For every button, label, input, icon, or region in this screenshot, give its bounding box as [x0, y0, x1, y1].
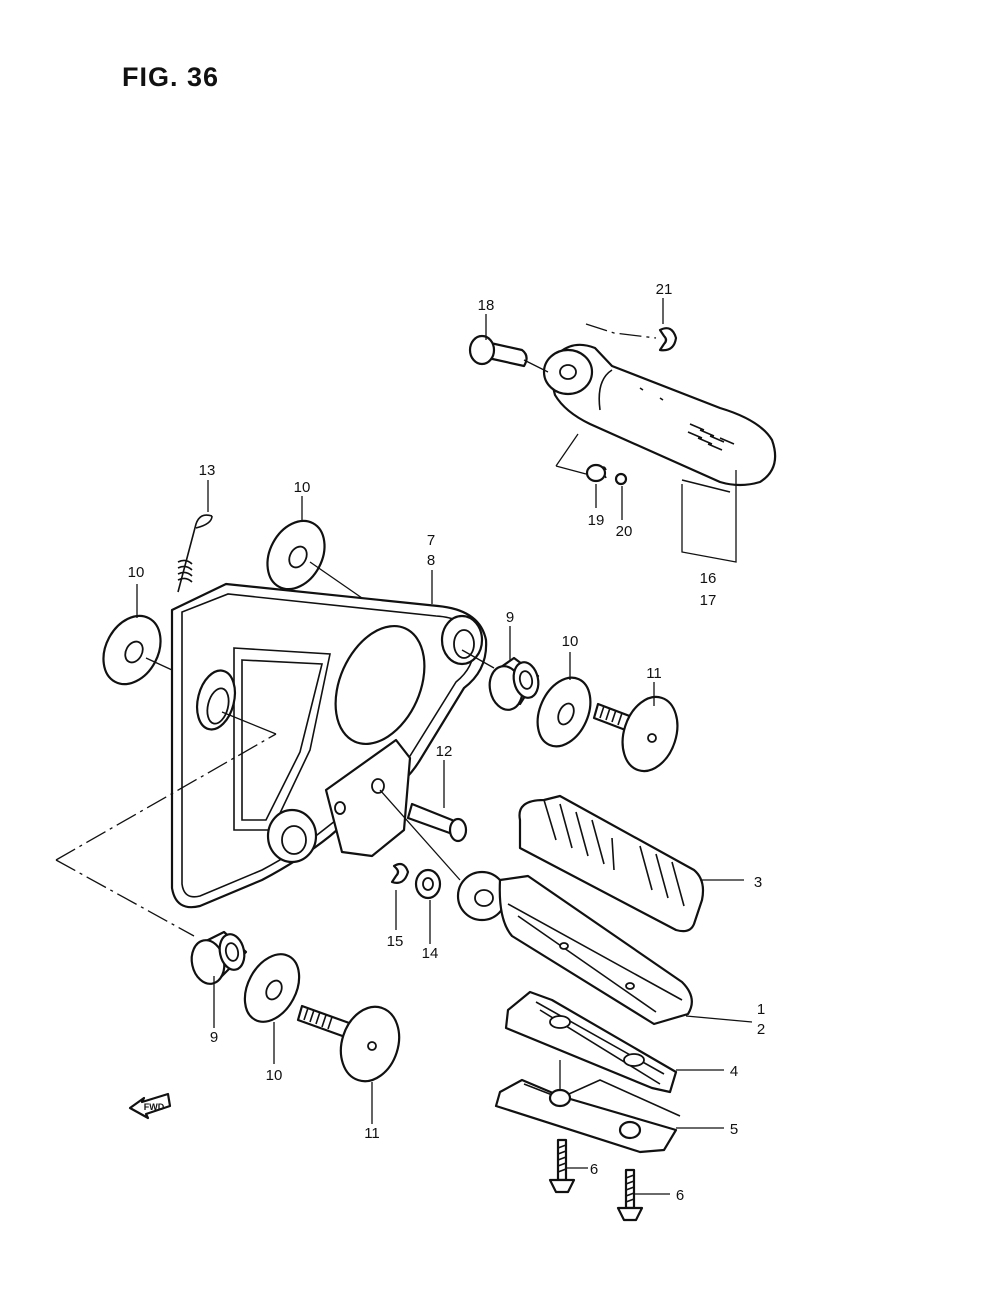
callout-10-mid: 10 [294, 479, 311, 496]
callout-8: 8 [427, 552, 435, 569]
callout-5: 5 [730, 1121, 738, 1138]
rear-footrest [542, 343, 777, 493]
screw-right [616, 1168, 644, 1222]
callout-14: 14 [422, 945, 439, 962]
e-clip-upper [585, 323, 678, 352]
alignment-line-lower [55, 859, 195, 937]
screw-left [548, 1138, 576, 1194]
footrest-rubber [518, 794, 705, 933]
callout-labels: 18 21 19 20 16 17 13 10 10 7 8 9 10 11 1… [128, 281, 766, 1204]
washer-right [536, 676, 592, 748]
callout-11-upper: 11 [646, 665, 662, 682]
callout-7: 7 [427, 532, 435, 549]
callout-10-right: 10 [562, 633, 579, 650]
callout-10-left: 10 [128, 564, 145, 581]
bolt-lower [296, 1004, 401, 1083]
e-clip-lower [390, 862, 410, 884]
callout-15: 15 [387, 933, 404, 950]
callout-1: 1 [757, 1001, 765, 1018]
alignment-stub [221, 711, 277, 735]
figure-title: FIG. 36 [122, 62, 220, 92]
return-spring [177, 514, 213, 593]
callout-3: 3 [754, 874, 762, 891]
callout-6-right: 6 [676, 1187, 684, 1204]
detent-ball [614, 472, 628, 486]
callout-17: 17 [700, 592, 717, 609]
footrest-plate [504, 990, 678, 1094]
fwd-label: FWD [144, 1102, 165, 1112]
washer-upper-mid [266, 519, 363, 599]
callout-16: 16 [700, 570, 717, 587]
footrest-holder [494, 1060, 681, 1154]
alignment-line-upper [55, 733, 277, 861]
callout-19: 19 [588, 512, 605, 529]
callout-10-lower: 10 [266, 1067, 283, 1084]
callout-2: 2 [757, 1021, 765, 1038]
washer-lower [243, 953, 301, 1023]
front-footrest [379, 789, 693, 1026]
callout-20: 20 [616, 523, 633, 540]
plain-washer-small [414, 868, 442, 900]
callout-12: 12 [436, 743, 453, 760]
forward-direction-arrow: FWD [128, 1092, 172, 1120]
detent-spring [585, 463, 607, 483]
callout-13: 13 [199, 462, 216, 479]
washer-upper-left [102, 614, 173, 686]
callout-6-left: 6 [590, 1161, 598, 1178]
callout-18: 18 [478, 297, 495, 314]
clevis-pin [468, 334, 549, 373]
callout-4: 4 [730, 1063, 738, 1080]
callout-21: 21 [656, 281, 673, 298]
leader-lines [136, 298, 753, 1195]
bolt-upper [592, 695, 679, 773]
callout-9-lower: 9 [210, 1029, 218, 1046]
collar-upper [461, 649, 540, 711]
collar-lower [190, 930, 248, 985]
callout-9-upper: 9 [506, 609, 514, 626]
footrest-bracket [170, 582, 488, 909]
callout-11-lower: 11 [364, 1125, 380, 1142]
pivot-bolt [406, 802, 468, 843]
